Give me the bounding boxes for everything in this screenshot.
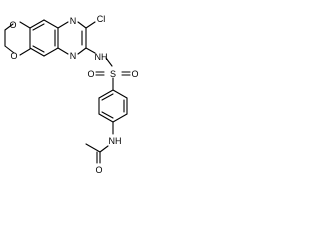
- atom-nh-amide: NH: [109, 136, 122, 146]
- atom-sulfur: S: [110, 69, 116, 79]
- atom-o-carbonyl: O: [95, 165, 102, 175]
- atom-n-ring-bottom: N: [70, 51, 77, 61]
- atom-o-top: O: [9, 20, 16, 30]
- atom-o-sulfonyl-right: O: [131, 69, 138, 79]
- atom-o-sulfonyl-left: O: [87, 69, 94, 79]
- atom-labels: O O N N Cl NH S O O NH O: [9, 14, 138, 175]
- atom-n-ring-top: N: [70, 16, 77, 26]
- atom-nh-sulfonamide: NH: [95, 52, 108, 62]
- bond-lines: [4, 19, 131, 164]
- atom-chlorine: Cl: [97, 14, 106, 24]
- chemical-structure: O O N N Cl NH S O O NH O: [4, 14, 139, 175]
- atom-o-bottom: O: [10, 51, 17, 61]
